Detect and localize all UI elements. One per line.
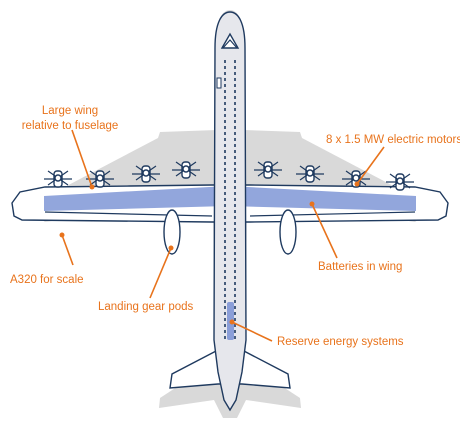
leader-reserve (231, 321, 273, 342)
landing-gear-pod-right (279, 209, 297, 255)
leader-dot-large-wing (89, 184, 95, 190)
door-marker (216, 77, 222, 89)
motor-icon (86, 170, 114, 188)
leader-landing-gear (149, 247, 172, 299)
motor-icon (44, 170, 72, 188)
label-large-wing-line2: relative to fuselage (22, 120, 119, 132)
leader-motors (356, 146, 385, 185)
motor-icon (342, 170, 370, 188)
cockpit-icon (220, 32, 240, 49)
annotation-leaders (59, 129, 385, 342)
leader-dot-motors (354, 181, 360, 187)
leader-dot-batteries (309, 201, 315, 207)
motor-icon (132, 165, 160, 183)
label-motors: 8 x 1.5 MW electric motors (326, 134, 460, 146)
motor-icon (172, 161, 200, 179)
wing-flap-line-left (44, 211, 213, 217)
motor-icon (386, 173, 414, 191)
motor-icon (296, 165, 324, 183)
leader-dot-a320 (59, 232, 65, 238)
label-batteries: Batteries in wing (318, 261, 402, 273)
leader-dot-reserve (229, 319, 235, 325)
label-large-wing-line1: Large wing (42, 105, 98, 117)
fuselage (213, 11, 247, 412)
label-landing-gear: Landing gear pods (98, 301, 194, 313)
label-reserve: Reserve energy systems (277, 336, 404, 348)
leader-a320 (61, 234, 74, 266)
leader-large-wing (71, 129, 93, 188)
leader-dot-landing-gear (168, 245, 174, 251)
wing-flap-line-right (249, 211, 416, 217)
leader-batteries (311, 203, 338, 259)
landing-gear-pod-left (163, 209, 181, 255)
label-a320: A320 for scale (10, 274, 84, 286)
motor-icon (254, 161, 282, 179)
